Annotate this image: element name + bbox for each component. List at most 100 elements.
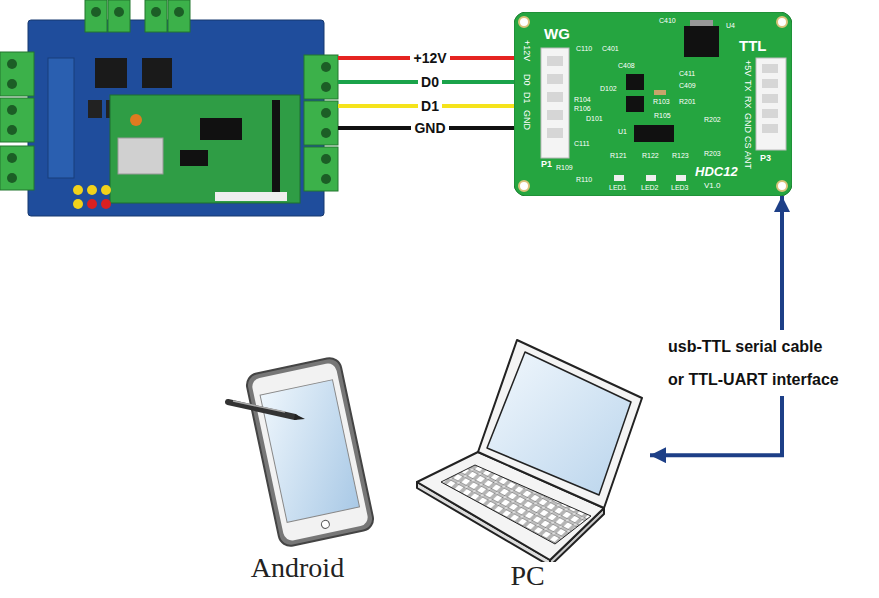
connector-slot xyxy=(547,92,563,102)
pin-name: D0 xyxy=(522,74,531,86)
component-designator: R109 xyxy=(556,164,573,171)
wiegand-wires xyxy=(338,58,516,128)
mounting-hole xyxy=(777,17,787,27)
connector-name: P1 xyxy=(541,160,552,169)
connector-slot xyxy=(762,124,778,133)
board-version: V1.0 xyxy=(704,182,720,190)
mounting-hole xyxy=(777,181,787,191)
connector-slot xyxy=(547,110,563,120)
terminal-screw xyxy=(321,174,331,184)
component-designator: C110 xyxy=(576,45,592,52)
signal-name: D0 xyxy=(418,74,442,90)
terminal-screw xyxy=(321,128,331,138)
component-designator: R123 xyxy=(672,152,689,159)
connector-slot xyxy=(547,56,563,138)
component-designator: LED1 xyxy=(609,184,627,191)
tablet-body xyxy=(251,362,370,542)
access-controller-board xyxy=(28,20,324,216)
tablet-body xyxy=(245,356,375,548)
component-designator: R202 xyxy=(704,116,721,123)
converter-board-art xyxy=(514,12,792,196)
terminal-screw xyxy=(321,82,331,92)
component-designator: R121 xyxy=(610,152,627,159)
terminal-block xyxy=(108,0,130,32)
tablet-device: Android xyxy=(215,340,380,590)
connector-slot xyxy=(547,56,563,66)
terminal-screw xyxy=(151,7,161,17)
tablet-body xyxy=(245,356,375,548)
network-jack xyxy=(118,138,163,174)
laptop-body xyxy=(417,340,642,562)
component-designator: C409 xyxy=(679,82,696,89)
voltage-regulator xyxy=(684,26,719,57)
connector xyxy=(756,58,786,150)
pin-name: +5V xyxy=(743,60,752,76)
terminal-screw xyxy=(174,7,184,17)
terminal-screw xyxy=(7,59,17,69)
transistor xyxy=(626,74,644,90)
mounting-hole xyxy=(519,17,529,27)
component-designator: C411 xyxy=(679,70,695,77)
terminal-block xyxy=(304,147,338,191)
terminal-screw xyxy=(7,173,17,183)
component-designator: D102 xyxy=(600,85,617,92)
indicator-led xyxy=(73,185,83,195)
chip xyxy=(180,150,208,166)
laptop-body xyxy=(478,340,642,508)
terminal-screw xyxy=(7,79,17,89)
component-strip xyxy=(48,58,74,178)
component-designator: C111 xyxy=(574,140,590,147)
component-designator: R104 xyxy=(574,96,591,103)
terminal-block xyxy=(0,146,34,190)
connector-slot xyxy=(547,128,563,138)
led xyxy=(614,175,624,181)
pin-name: TX xyxy=(743,80,752,92)
pin-name: +12V xyxy=(522,40,531,61)
connector-slot xyxy=(762,109,778,118)
signal-name: GND xyxy=(411,120,448,136)
relay xyxy=(95,58,127,88)
terminal-block xyxy=(0,98,34,142)
inner-pcb xyxy=(110,95,300,203)
relay xyxy=(142,58,172,88)
terminal-screw xyxy=(321,108,331,118)
component-designator: LED3 xyxy=(671,184,689,191)
edge-label: usb-TTL serial cable or TTL-UART interfa… xyxy=(668,330,841,396)
converter-board: WGTTL+12VD0D1GND+5VTXRXGNDCSANTP1P3HDC12… xyxy=(514,12,792,196)
component-designator: R201 xyxy=(679,98,696,105)
connector-name: P3 xyxy=(760,154,771,163)
terminal-block xyxy=(168,0,190,32)
component-designator: U4 xyxy=(726,22,735,29)
stylus-pen xyxy=(228,402,295,417)
chip xyxy=(634,125,674,142)
connector-slot xyxy=(762,79,778,88)
pin-header xyxy=(272,100,280,195)
pin-name: GND xyxy=(743,113,752,133)
led xyxy=(646,175,656,181)
capacitor xyxy=(130,114,142,126)
indicator-led xyxy=(101,185,111,195)
cable-arrow xyxy=(650,196,782,455)
device-name: PC xyxy=(510,562,544,590)
terminal-screw xyxy=(7,105,17,115)
terminal-screw xyxy=(91,7,101,17)
connector-slot xyxy=(762,64,778,133)
terminal-block xyxy=(145,0,167,32)
terminal-screw xyxy=(321,154,331,164)
connector-slot xyxy=(547,74,563,84)
tablet-body xyxy=(321,520,330,529)
mounting-hole xyxy=(519,17,787,191)
stylus-pen xyxy=(294,414,305,420)
laptop-art xyxy=(405,332,650,562)
component-designator: R203 xyxy=(704,150,721,157)
connector-slot xyxy=(762,94,778,103)
component-designator: R105 xyxy=(654,112,671,119)
pin-name: D1 xyxy=(522,92,531,104)
indicator-led xyxy=(73,185,111,209)
transistor xyxy=(626,96,644,112)
terminal-screw xyxy=(321,62,331,72)
transistor xyxy=(88,100,102,118)
component-designator: LED2 xyxy=(641,184,659,191)
component-designator: C408 xyxy=(618,62,635,69)
